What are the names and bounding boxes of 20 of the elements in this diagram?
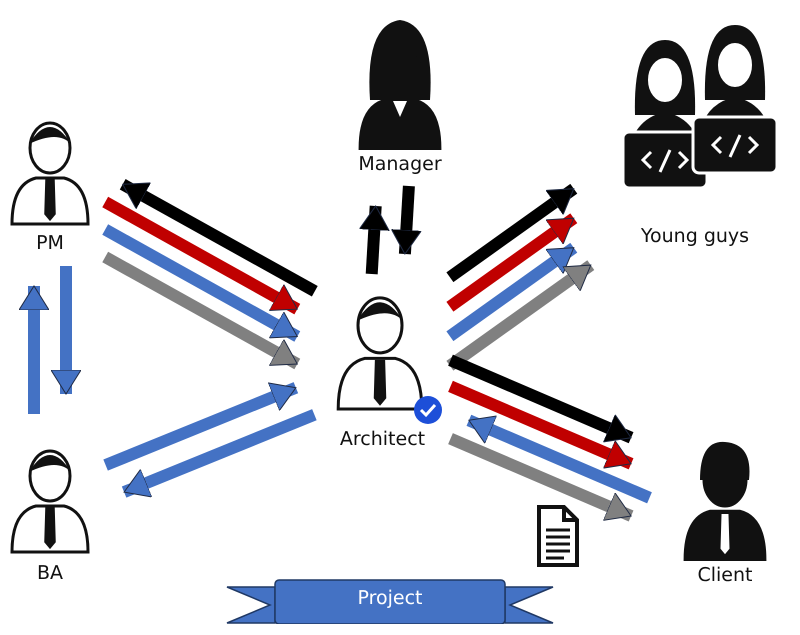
block-arrow bbox=[103, 382, 298, 471]
block-arrow bbox=[448, 380, 634, 470]
block-arrow bbox=[448, 354, 634, 444]
person-label: Manager bbox=[357, 153, 443, 175]
block-arrow bbox=[390, 186, 422, 254]
block-arrow bbox=[448, 433, 634, 522]
person-label: Architect bbox=[338, 428, 426, 450]
block-arrow bbox=[102, 252, 300, 370]
block-arrow bbox=[358, 206, 390, 274]
person-label: Young guys bbox=[640, 225, 750, 247]
block-arrow bbox=[122, 409, 317, 498]
block-arrow bbox=[446, 184, 578, 282]
person-label: PM bbox=[35, 232, 65, 254]
person-label: Client bbox=[696, 564, 754, 586]
person-label: BA bbox=[36, 562, 64, 584]
block-arrow bbox=[18, 286, 50, 414]
block-arrow bbox=[446, 260, 594, 371]
block-arrow bbox=[50, 266, 82, 394]
banner-title: Project bbox=[356, 587, 424, 609]
block-arrow bbox=[120, 179, 318, 297]
